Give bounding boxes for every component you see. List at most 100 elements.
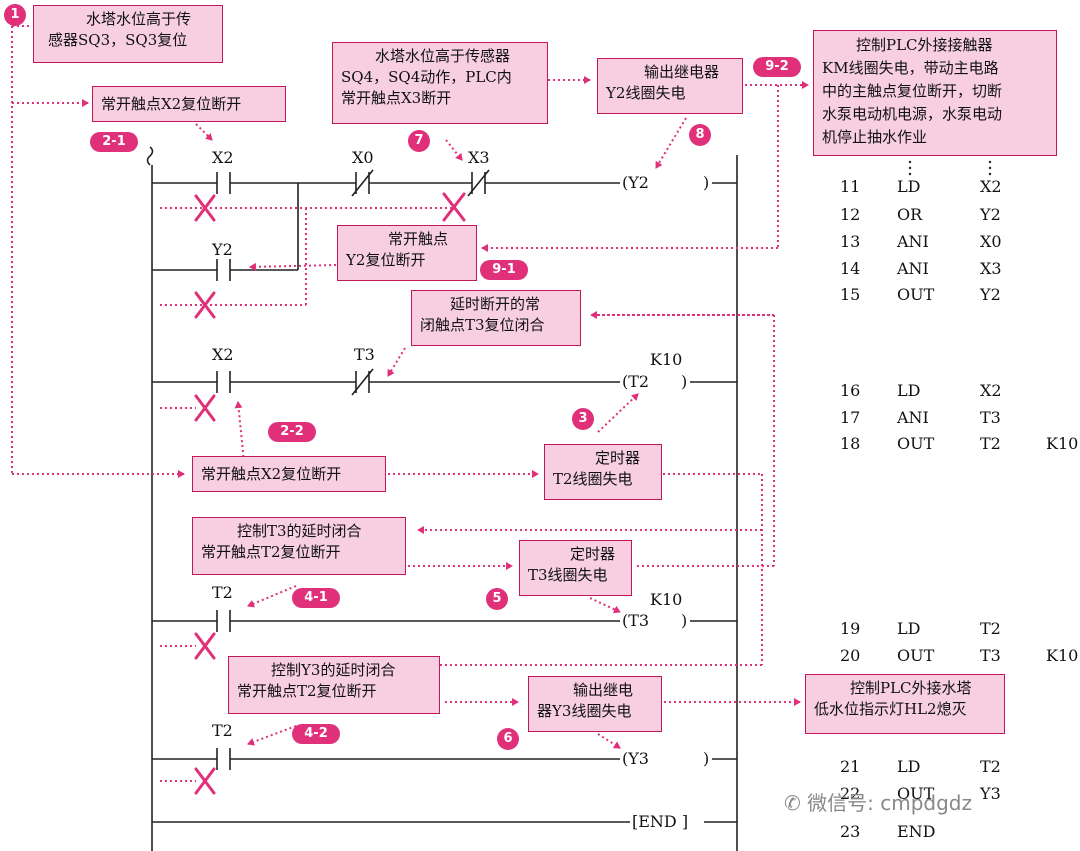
watermark-text: 微信号: cmpdgdz <box>807 791 972 815</box>
note-line: 常开触点T2复位断开 <box>237 682 377 700</box>
note-line: 常开触点T2复位断开 <box>201 543 341 561</box>
coil-y3-close: ) <box>703 749 710 768</box>
step-number: 19 <box>840 619 861 638</box>
note-line: Y2线圈失电 <box>606 84 686 102</box>
instruction-op: LD <box>897 177 921 196</box>
step-number: 14 <box>840 259 861 278</box>
step-number: 20 <box>840 646 861 665</box>
note-line: 低水位指示灯HL2熄灭 <box>814 700 967 718</box>
note-box-8: 输出继电器 Y2线圈失电 <box>597 58 743 114</box>
note-line: 输出继电 <box>573 681 634 699</box>
note-line: 器Y3线圈失电 <box>537 702 632 720</box>
note-box-t3: 延时断开的常 闭触点T3复位闭合 <box>411 290 581 346</box>
step-badge-8: 8 <box>689 124 711 146</box>
instruction-operand: T2 <box>980 434 1001 453</box>
wechat-watermark: ✆ 微信号: cmpdgdz <box>784 787 972 816</box>
note-line: 控制Y3的延时闭合 <box>271 661 396 679</box>
instruction-constant: K10 <box>1046 646 1079 665</box>
note-line: 水塔水位高于传感器 <box>375 47 511 65</box>
contact-label-x2-rung2: X2 <box>212 345 234 364</box>
contact-label-t2-rung4: T2 <box>212 721 233 740</box>
coil-t3: (T3 <box>622 611 650 630</box>
step-number: 21 <box>840 757 861 776</box>
note-box-4-1: 控制T3的延时闭合 常开触点T2复位断开 <box>192 517 406 575</box>
contact-label-t2-rung3: T2 <box>212 583 233 602</box>
note-box-5: 定时器 T3线圈失电 <box>519 540 632 596</box>
instruction-op: END <box>897 822 936 841</box>
step-number: 23 <box>840 822 861 841</box>
instruction-op: OUT <box>897 434 935 453</box>
step-number: 12 <box>840 205 861 224</box>
step-number: 15 <box>840 285 861 304</box>
step-number: 17 <box>840 408 861 427</box>
instruction-operand: X2 <box>980 381 1002 400</box>
note-line: 控制PLC外接水塔 <box>850 679 972 697</box>
note-line: 延时断开的常 <box>450 295 541 313</box>
instruction-operand: Y2 <box>980 285 1001 304</box>
instruction-operand: X3 <box>980 259 1002 278</box>
instruction-operand: T2 <box>980 757 1001 776</box>
step-badge-7: 7 <box>408 130 430 152</box>
note-line: Y2复位断开 <box>346 251 426 269</box>
contact-label-x3: X3 <box>468 148 490 167</box>
note-box-hl2: 控制PLC外接水塔 低水位指示灯HL2熄灭 <box>805 674 1005 734</box>
coil-t3-const: K10 <box>650 590 683 609</box>
note-line: 闭触点T3复位闭合 <box>420 316 545 334</box>
note-box-2-2: 常开触点X2复位断开 <box>192 456 386 492</box>
note-line: 水泵电动机电源，水泵电动 <box>822 105 1003 123</box>
coil-y2-close: ) <box>703 173 710 192</box>
coil-t2-close: ) <box>681 372 688 391</box>
step-badge-4-2: 4-2 <box>292 724 340 744</box>
note-box-3: 定时器 T2线圈失电 <box>544 444 662 500</box>
instruction-op: OR <box>897 205 923 224</box>
instruction-operand: T3 <box>980 646 1001 665</box>
note-line: SQ4，SQ4动作，PLC内 <box>341 68 512 86</box>
note-line: 输出继电器 <box>644 63 720 81</box>
step-number: 16 <box>840 381 861 400</box>
coil-y2: (Y2 <box>622 173 649 192</box>
contact-label-x2-rung1: X2 <box>212 148 234 167</box>
note-line: 感器SQ3，SQ3复位 <box>48 31 188 49</box>
step-number: 18 <box>840 434 861 453</box>
note-line: 常开触点 <box>388 230 449 248</box>
note-line: 控制T3的延时闭合 <box>237 522 362 540</box>
step-number: 11 <box>840 177 861 196</box>
note-line: T2线圈失电 <box>553 470 633 488</box>
note-line: 机停止抽水作业 <box>822 128 928 146</box>
step-badge-1: 1 <box>4 4 26 26</box>
step-badge-9-1: 9-1 <box>480 260 528 280</box>
instruction-op: ANI <box>897 232 929 251</box>
instruction-operand: T2 <box>980 619 1001 638</box>
coil-t2-const: K10 <box>650 350 683 369</box>
step-badge-3: 3 <box>572 408 594 430</box>
step-badge-2-1: 2-1 <box>90 132 138 152</box>
note-box-7: 水塔水位高于传感器 SQ4，SQ4动作，PLC内 常开触点X3断开 <box>332 42 548 124</box>
note-line: 定时器 <box>570 545 616 563</box>
step-badge-9-2: 9-2 <box>753 57 801 77</box>
instruction-operand: X2 <box>980 177 1002 196</box>
note-line: 控制PLC外接接触器 <box>856 36 993 54</box>
note-box-4-2: 控制Y3的延时闭合 常开触点T2复位断开 <box>228 656 440 714</box>
contact-label-t3: T3 <box>354 345 375 364</box>
note-box-2-1: 常开触点X2复位断开 <box>92 86 286 122</box>
instruction-op: OUT <box>897 285 935 304</box>
step-badge-6: 6 <box>497 728 519 750</box>
instruction-operand: T3 <box>980 408 1001 427</box>
instruction-operand: Y3 <box>980 784 1001 803</box>
instruction-op: ANI <box>897 259 929 278</box>
note-line: 水塔水位高于传 <box>86 10 192 28</box>
instruction-op: LD <box>897 381 921 400</box>
note-box-1: 水塔水位高于传 感器SQ3，SQ3复位 <box>33 5 223 63</box>
note-box-9-2: 控制PLC外接接触器 KM线圈失电，带动主电路 中的主触点复位断开，切断 水泵电… <box>813 30 1057 156</box>
wechat-icon: ✆ <box>784 791 801 815</box>
note-line: T3线圈失电 <box>528 566 608 584</box>
note-line: 常开触点X2复位断开 <box>201 465 342 483</box>
contact-label-x0: X0 <box>352 148 374 167</box>
note-line: 中的主触点复位断开，切断 <box>822 82 1003 100</box>
instruction-op: ANI <box>897 408 929 427</box>
step-number: 13 <box>840 232 861 251</box>
instruction-op: LD <box>897 757 921 776</box>
note-box-6: 输出继电 器Y3线圈失电 <box>528 676 662 732</box>
instruction-op: LD <box>897 619 921 638</box>
instruction-op: OUT <box>897 646 935 665</box>
